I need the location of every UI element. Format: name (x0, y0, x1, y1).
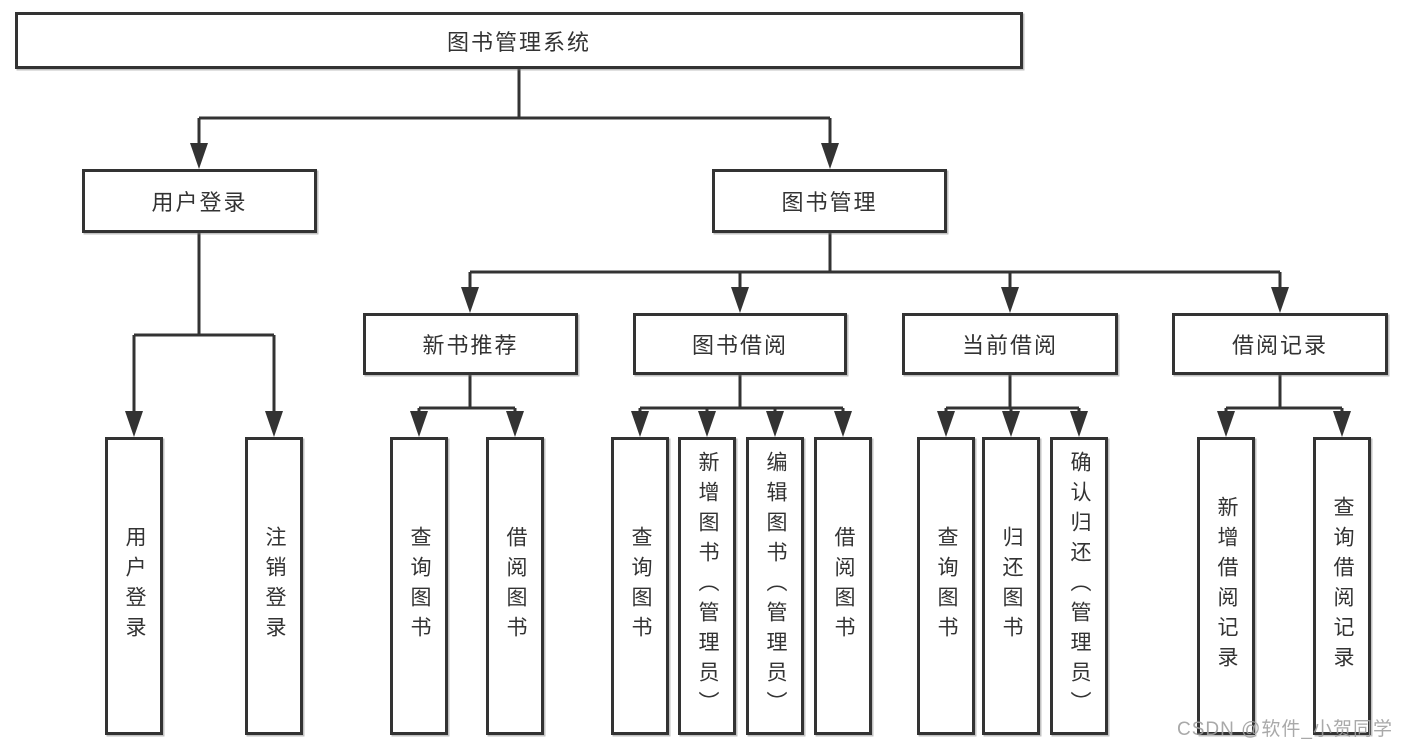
leaf-borrow-book: 借阅图书 (814, 437, 872, 735)
leaf-label: 借阅图书 (832, 526, 855, 646)
node-current-borrow: 当前借阅 (902, 313, 1118, 375)
leaf-label: 用户登录 (123, 526, 146, 646)
node-new-book-recommend: 新书推荐 (363, 313, 578, 375)
leaf-label: 编辑图书（管理员） (764, 451, 787, 721)
leaf-label: 查询图书 (935, 526, 958, 646)
node-user-login: 用户登录 (82, 169, 317, 233)
node-label: 新书推荐 (422, 333, 519, 358)
leaf-label: 查询图书 (629, 526, 652, 646)
leaf-label: 注销登录 (263, 526, 286, 646)
leaf-label: 查询图书 (408, 526, 431, 646)
node-label: 图书管理系统 (446, 29, 591, 55)
node-borrow-record: 借阅记录 (1172, 313, 1388, 375)
leaf-label: 归还图书 (1000, 526, 1023, 646)
leaf-query-borrow-record: 查询借阅记录 (1313, 437, 1371, 735)
leaf-query-book-recommend: 查询图书 (390, 437, 448, 735)
leaf-label: 确认归还（管理员） (1068, 451, 1091, 721)
node-label: 图书管理 (781, 190, 878, 215)
leaf-label: 新增图书（管理员） (696, 451, 719, 721)
node-label: 借阅记录 (1231, 333, 1328, 358)
leaf-return-book: 归还图书 (982, 437, 1040, 735)
leaf-borrow-book-recommend: 借阅图书 (486, 437, 544, 735)
leaf-label: 查询借阅记录 (1331, 496, 1354, 676)
leaf-confirm-return-admin: 确认归还（管理员） (1050, 437, 1108, 735)
node-book-management: 图书管理 (712, 169, 947, 233)
node-book-borrow: 图书借阅 (633, 313, 847, 375)
leaf-label: 借阅图书 (504, 526, 527, 646)
leaf-add-borrow-record: 新增借阅记录 (1197, 437, 1255, 735)
leaf-query-book: 查询图书 (611, 437, 669, 735)
leaf-logout: 注销登录 (245, 437, 303, 735)
leaf-label: 新增借阅记录 (1215, 496, 1238, 676)
arrowhead-group (125, 143, 1351, 437)
node-label: 图书借阅 (691, 333, 788, 358)
leaf-edit-book-admin: 编辑图书（管理员） (746, 437, 804, 735)
leaf-query-current: 查询图书 (917, 437, 975, 735)
leaf-add-book-admin: 新增图书（管理员） (678, 437, 736, 735)
leaf-user-login: 用户登录 (105, 437, 163, 735)
csdn-watermark: CSDN @软件_小贺同学 (1177, 719, 1393, 740)
node-label: 用户登录 (151, 190, 248, 215)
node-library-system: 图书管理系统 (15, 12, 1023, 69)
node-label: 当前借阅 (961, 333, 1058, 358)
